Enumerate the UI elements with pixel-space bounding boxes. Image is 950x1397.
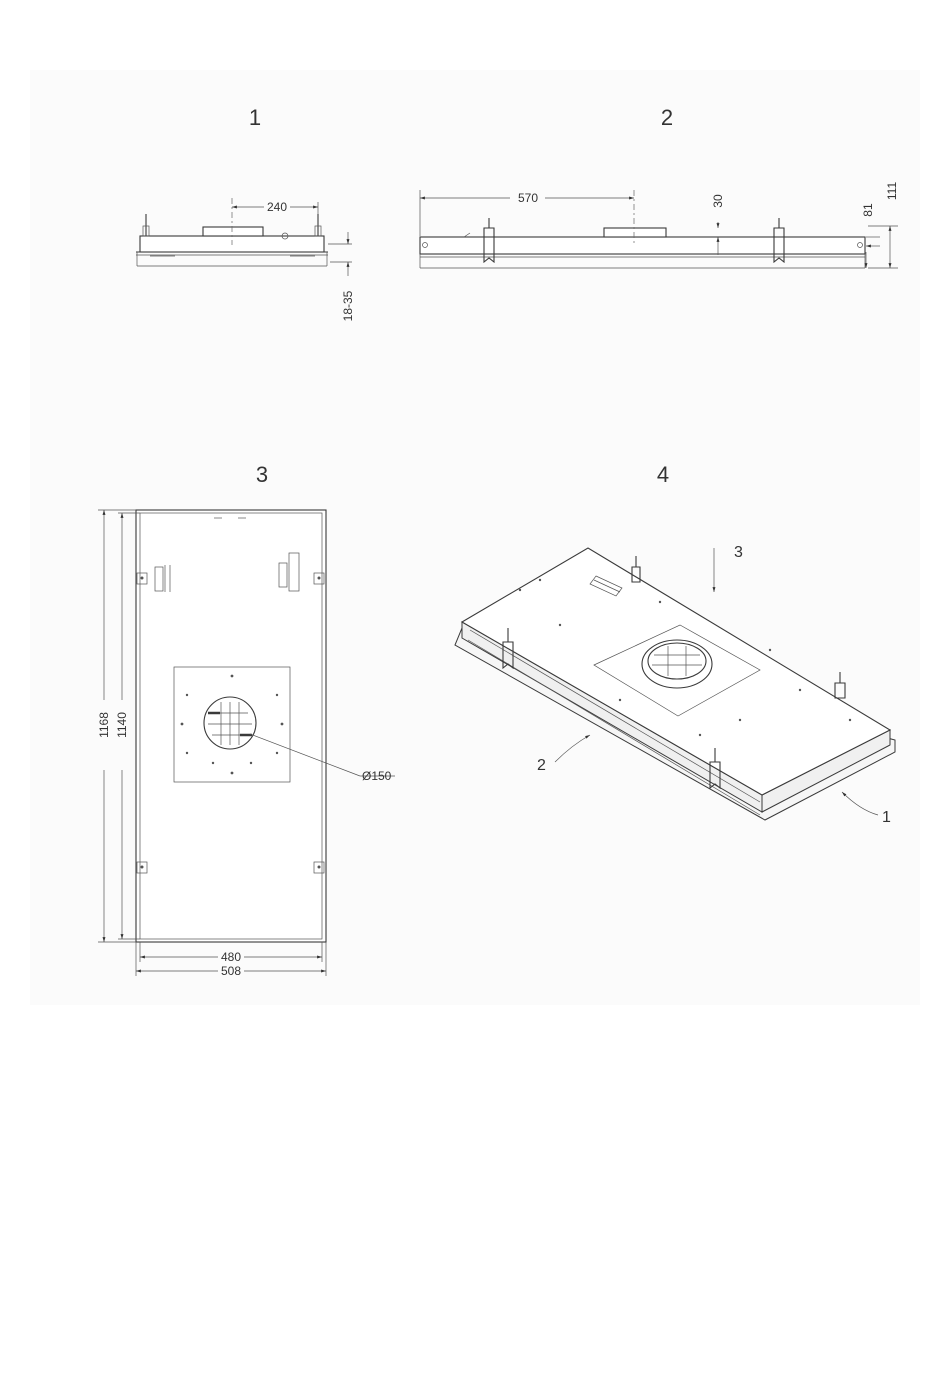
dim-508: 508 <box>221 964 241 978</box>
view-3-plan-view: 1168 1140 480 508 Ø150 <box>97 510 395 978</box>
dim-570: 570 <box>518 191 538 205</box>
callout-3: 3 <box>734 544 743 561</box>
dim-18-35: 18-35 <box>341 290 355 321</box>
dim-240: 240 <box>267 200 287 214</box>
callout-1: 1 <box>882 809 891 826</box>
view-label-4: 4 <box>657 462 669 487</box>
dim-30: 30 <box>711 194 725 208</box>
dim-111: 111 <box>885 182 899 201</box>
dim-1140: 1140 <box>115 712 129 738</box>
dim-81: 81 <box>861 203 875 217</box>
view-1-side-elevation: 240 18-35 <box>136 198 355 321</box>
dim-480: 480 <box>221 950 241 964</box>
view-label-1: 1 <box>249 105 261 130</box>
view-2-long-elevation: 570 30 81 111 <box>420 182 899 268</box>
view-label-2: 2 <box>661 105 673 130</box>
view-4-isometric: 3 2 1 <box>455 544 895 826</box>
view-label-3: 3 <box>256 462 268 487</box>
callout-2: 2 <box>537 757 546 774</box>
dim-1168: 1168 <box>97 712 111 738</box>
dim-diameter: Ø150 <box>362 769 392 783</box>
